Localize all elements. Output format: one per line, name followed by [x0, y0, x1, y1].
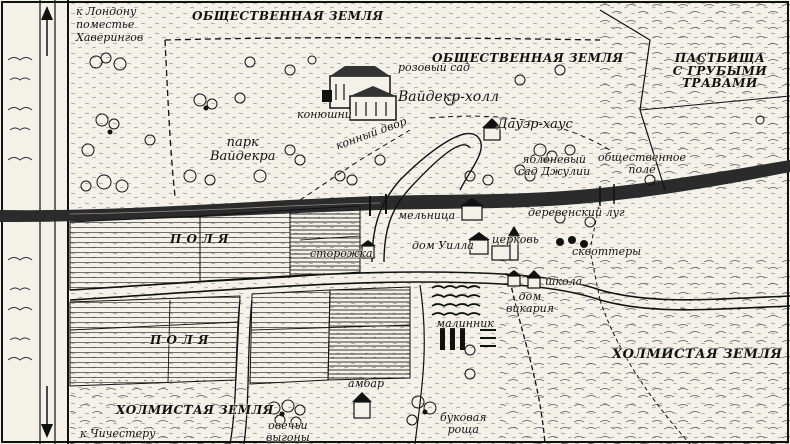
common-land-boundary [164, 37, 601, 41]
arrow-up-icon [41, 6, 53, 56]
house-icon [482, 118, 502, 141]
house-icon [526, 270, 542, 289]
house-icon [556, 236, 588, 248]
label-school: школа [545, 275, 583, 288]
bridge [369, 184, 615, 216]
label-fields-north: П О Л Я [170, 232, 230, 246]
label-wills-house: дом Уилла [412, 239, 474, 252]
fields-north [69, 205, 361, 291]
label-barn: амбар [348, 377, 384, 390]
tree-icon [80, 52, 765, 428]
label-church: церковь [492, 233, 539, 246]
label-squatters: сквоттеры [572, 245, 642, 258]
house-icon [322, 66, 397, 121]
drive [371, 133, 482, 263]
river [0, 160, 790, 222]
house-icon [468, 232, 490, 255]
label-dower-house: Дауэр-хаус [497, 117, 573, 132]
label-common-land-2: ОБЩЕСТВЕННАЯ ЗЕМЛЯ [432, 51, 624, 65]
house-icon [460, 198, 484, 221]
left-hedge [7, 57, 33, 361]
arrow-down-icon [41, 386, 53, 438]
label-estate-name: Хаверингов [76, 31, 144, 44]
label-to-chichester: к Чичестеру [80, 427, 156, 440]
label-to-london: к Лондону [76, 5, 137, 18]
label-hilly-land-east: ХОЛМИСТАЯ ЗЕМЛЯ [612, 347, 783, 362]
label-village-green: деревенский луг [528, 206, 625, 219]
label-hilly-land-south: ХОЛМИСТАЯ ЗЕМЛЯ [116, 403, 274, 417]
label-gatehouse: сторожка [310, 247, 373, 260]
fields-south [69, 286, 411, 387]
house-icon [360, 240, 376, 259]
raspberry-rows [431, 285, 496, 350]
label-mill: мельница [398, 209, 456, 222]
label-raspberry: малинник [436, 317, 494, 330]
church-icon [491, 226, 520, 261]
house-icon [506, 270, 522, 287]
label-hall: Вайдекр-холл [398, 89, 500, 105]
label-estate: поместье [76, 18, 135, 31]
house-icon [352, 392, 372, 419]
label-stables: конюшни [297, 108, 352, 121]
hilly-land-texture [500, 260, 790, 444]
hilly-land-south-texture [70, 380, 250, 444]
label-common-land-1: ОБЩЕСТВЕННАЯ ЗЕМЛЯ [192, 9, 384, 23]
label-rose-garden: розовый сад [398, 61, 470, 74]
rough-pasture-texture [600, 0, 790, 190]
label-fields-south: П О Л Я [150, 333, 210, 347]
